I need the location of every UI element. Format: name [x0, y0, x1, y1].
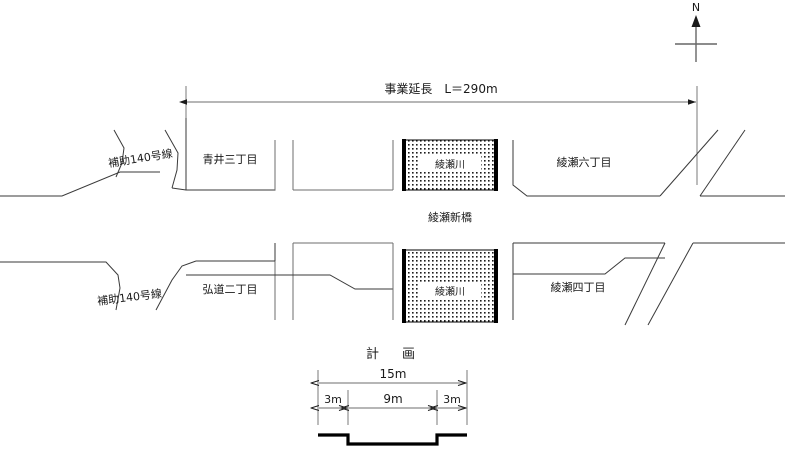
lower-left-place-label: 弘道二丁目 — [203, 282, 258, 296]
lower-road-band: 補助140号線 弘道二丁目 綾瀬四丁目 — [0, 242, 785, 326]
upper-right-diagonal-b — [699, 129, 746, 197]
section-carriageway-label: 9m — [383, 392, 402, 406]
upper-right-place-label: 綾瀬六丁目 — [557, 155, 612, 169]
upper-block3-left-edge — [512, 140, 640, 197]
lower-river-block: 綾瀬川 — [402, 249, 498, 323]
upper-route140-west-edge — [113, 129, 125, 178]
lower-river-label-backdrop — [419, 283, 481, 299]
cross-section: 計 画 15m 3m 9m 3m — [318, 346, 468, 446]
north-arrow: N — [675, 1, 717, 62]
project-length-label: 事業延長 L＝290m — [384, 82, 497, 96]
upper-route-label: 補助140号線 — [107, 146, 173, 170]
upper-right-diagonal-a — [659, 129, 719, 197]
upper-route140-east-edge — [164, 129, 179, 189]
upper-left-approach-lower-edge — [0, 171, 160, 197]
lower-right-diagonal-a — [624, 242, 666, 326]
lower-route-label: 補助140号線 — [96, 286, 162, 308]
north-arrow-head-icon — [691, 15, 701, 27]
upper-road-band: 補助140号線 青井三丁目 綾瀬六丁目 — [0, 118, 785, 197]
lower-river-label: 綾瀬川 — [435, 285, 465, 298]
lower-route140-east-edge — [155, 260, 197, 311]
section-right-walk-label: 3m — [443, 393, 461, 406]
lower-left-approach-upper-edge — [0, 261, 121, 311]
lower-block2-inner-step — [275, 274, 393, 290]
section-road-profile — [318, 433, 467, 446]
lower-right-diagonal-b — [647, 242, 694, 326]
lower-block3-inner-step — [513, 257, 665, 275]
section-total-label: 15m — [380, 367, 407, 381]
upper-river-label: 綾瀬川 — [435, 158, 465, 171]
upper-river-label-backdrop — [419, 156, 481, 172]
north-label: N — [692, 1, 700, 14]
project-length-dimension: 事業延長 L＝290m — [178, 82, 698, 185]
lower-right-place-label: 綾瀬四丁目 — [551, 280, 606, 294]
cross-section-title: 計 画 — [366, 346, 420, 362]
bridge-label: 綾瀬新橋 — [428, 210, 472, 224]
upper-river-block: 綾瀬川 — [402, 139, 498, 191]
upper-left-place-label: 青井三丁目 — [203, 152, 258, 166]
section-left-walk-label: 3m — [324, 393, 342, 406]
